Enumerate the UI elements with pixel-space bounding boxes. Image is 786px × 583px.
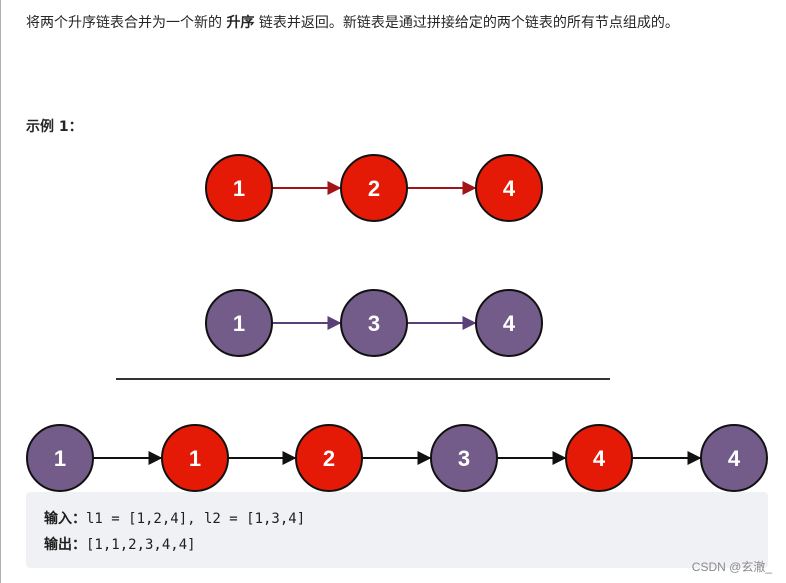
output-value: [1,1,2,3,4,4] bbox=[86, 537, 196, 553]
problem-description: 将两个升序链表合并为一个新的 升序 链表并返回。新链表是通过拼接给定的两个链表的… bbox=[26, 12, 766, 35]
list2-node-3: 4 bbox=[475, 289, 543, 357]
merged-node-5: 4 bbox=[565, 424, 633, 492]
input-value: l1 = [1,2,4], l2 = [1,3,4] bbox=[86, 511, 306, 527]
list1-node-2: 2 bbox=[340, 154, 408, 222]
description-before: 将两个升序链表合并为一个新的 bbox=[26, 15, 227, 31]
output-line: 输出：[1,1,2,3,4,4] bbox=[44, 534, 196, 554]
csdn-watermark: CSDN @玄澈_ bbox=[691, 560, 772, 574]
list1-node-label: 2 bbox=[368, 176, 380, 201]
example-title: 示例 1： bbox=[26, 119, 83, 135]
merged-node-circle bbox=[26, 424, 94, 492]
list2-group: 1 3 4 bbox=[205, 289, 543, 357]
merged-group: 1 1 2 3 4 4 bbox=[26, 424, 768, 492]
list1-node-circle bbox=[475, 154, 543, 222]
list2-node-circle bbox=[475, 289, 543, 357]
merged-node-label: 1 bbox=[54, 446, 66, 471]
merged-node-circle bbox=[700, 424, 768, 492]
list2-node-label: 4 bbox=[503, 311, 516, 336]
left-border bbox=[0, 0, 1, 583]
merged-node-4: 3 bbox=[430, 424, 498, 492]
list1-node-label: 1 bbox=[233, 176, 245, 201]
merged-node-label: 1 bbox=[189, 446, 201, 471]
merged-node-3: 2 bbox=[295, 424, 363, 492]
merged-node-label: 2 bbox=[323, 446, 335, 471]
list1-node-label: 4 bbox=[503, 176, 516, 201]
input-line: 输入：l1 = [1,2,4], l2 = [1,3,4] bbox=[44, 508, 305, 528]
list2-node-circle bbox=[340, 289, 408, 357]
input-label: 输入： bbox=[44, 511, 86, 527]
merged-node-6: 4 bbox=[700, 424, 768, 492]
merged-node-circle bbox=[295, 424, 363, 492]
merged-node-circle bbox=[565, 424, 633, 492]
merged-node-1: 1 bbox=[26, 424, 94, 492]
merged-node-label: 4 bbox=[728, 446, 741, 471]
merged-node-circle bbox=[430, 424, 498, 492]
list2-node-2: 3 bbox=[340, 289, 408, 357]
list2-node-label: 1 bbox=[233, 311, 245, 336]
merged-node-2: 1 bbox=[161, 424, 229, 492]
merged-node-circle bbox=[161, 424, 229, 492]
output-label: 输出： bbox=[44, 537, 86, 553]
description-bold: 升序 bbox=[226, 15, 255, 31]
list2-node-1: 1 bbox=[205, 289, 273, 357]
merged-node-label: 3 bbox=[458, 446, 470, 471]
example-code-block: 输入：l1 = [1,2,4], l2 = [1,3,4] 输出：[1,1,2,… bbox=[26, 492, 768, 568]
description-after: 链表并返回。新链表是通过拼接给定的两个链表的所有节点组成的。 bbox=[254, 15, 679, 31]
list1-node-3: 4 bbox=[475, 154, 543, 222]
list1-node-circle bbox=[340, 154, 408, 222]
merged-node-label: 4 bbox=[593, 446, 606, 471]
list1-node-circle bbox=[205, 154, 273, 222]
list1-group: 1 2 4 bbox=[205, 154, 543, 222]
list2-node-circle bbox=[205, 289, 273, 357]
list1-node-1: 1 bbox=[205, 154, 273, 222]
list2-node-label: 3 bbox=[368, 311, 380, 336]
